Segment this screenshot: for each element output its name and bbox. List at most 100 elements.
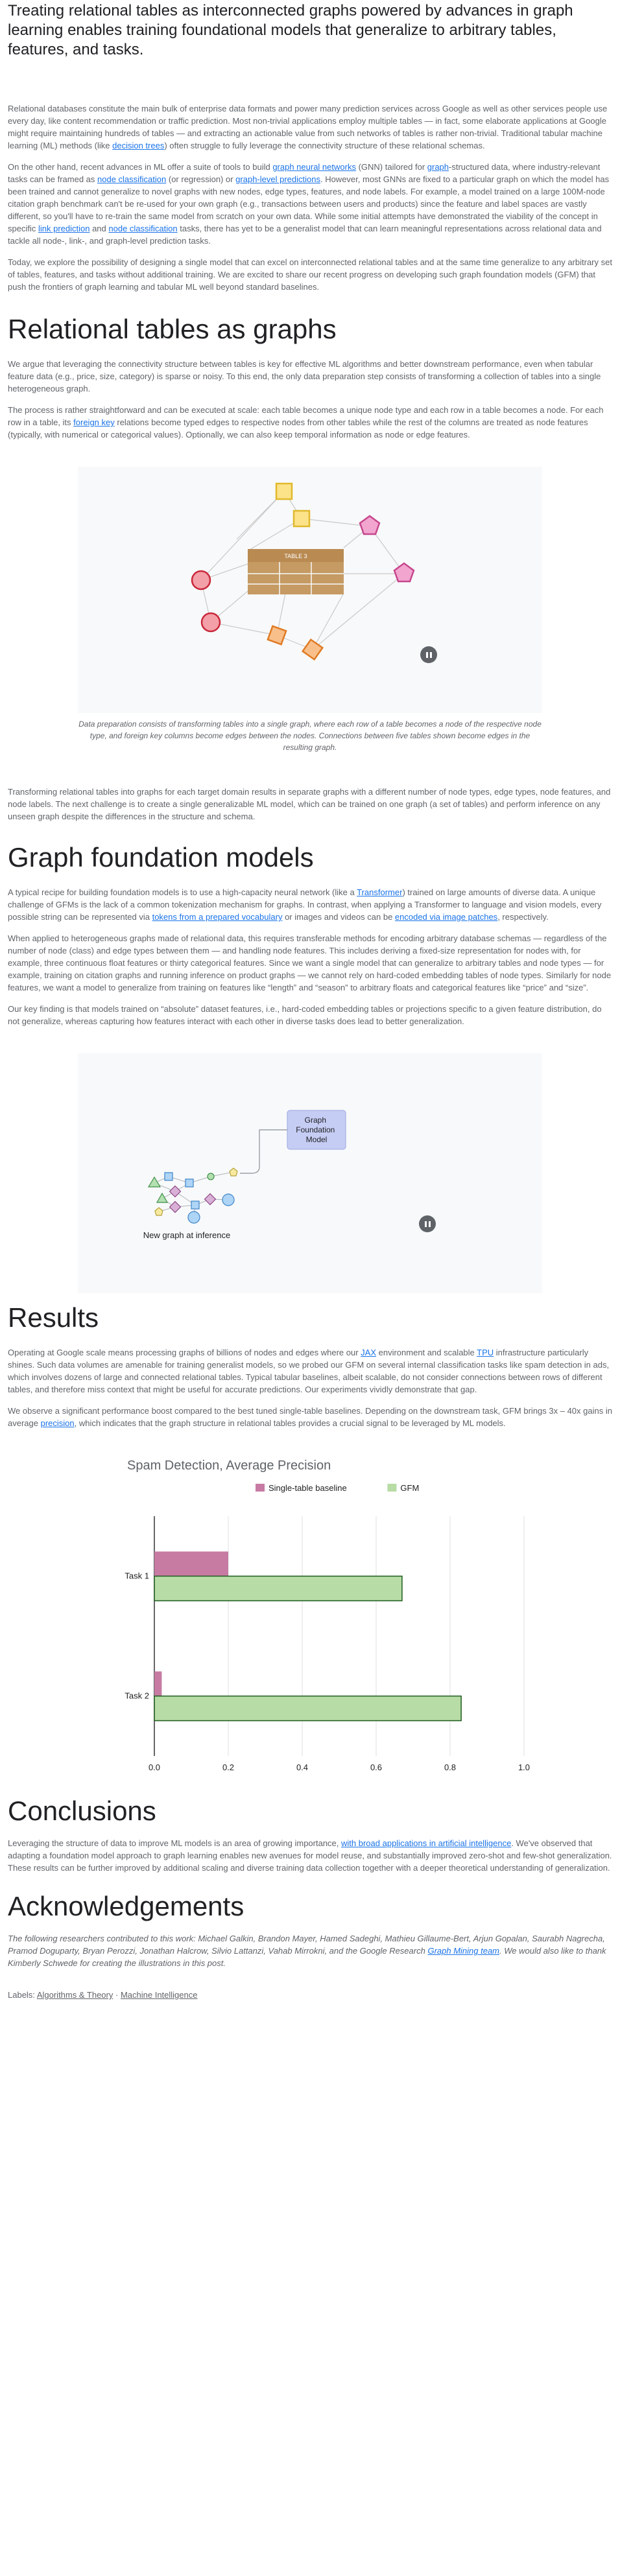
inline-link[interactable]: JAX	[361, 1348, 377, 1357]
pentagon-node	[393, 562, 415, 583]
inference-graph-label: New graph at inference	[143, 1230, 230, 1240]
legend-swatch	[256, 1484, 265, 1492]
square-node	[191, 1200, 200, 1210]
x-tick-label: 0.6	[370, 1762, 382, 1772]
figure-1-caption: Data preparation consists of transformin…	[78, 720, 542, 752]
lead-paragraph: Treating relational tables as interconne…	[8, 2, 573, 58]
inline-link[interactable]: node classification	[108, 224, 178, 233]
pentagon-node	[359, 515, 381, 535]
triangle-node	[147, 1176, 161, 1188]
text-run: The following researchers contributed to…	[8, 1934, 605, 1956]
text-run: Leveraging the structure of data to impr…	[8, 1838, 342, 1848]
text-run: , which indicates that the graph structu…	[74, 1418, 506, 1428]
text-run: We observe a significant performance boo…	[8, 1406, 612, 1428]
inline-link[interactable]: Graph Mining team	[427, 1946, 500, 1956]
sec1-paragraph-1: We argue that leveraging the connectivit…	[8, 358, 612, 395]
label-link-machine-intelligence[interactable]: Machine Intelligence	[120, 1990, 198, 2000]
spam-detection-bar-chart: Spam Detection, Average PrecisionSingle-…	[125, 1458, 530, 1772]
square-node	[275, 482, 293, 500]
tables-to-graph-figure: TABLE 3	[78, 467, 542, 713]
x-tick-label: 0.8	[444, 1762, 456, 1772]
square-node	[164, 1172, 173, 1181]
section-title-results: Results	[8, 1302, 99, 1333]
x-tick-label: 0.2	[222, 1762, 234, 1772]
diamond-node	[204, 1193, 217, 1206]
inline-link[interactable]: tokens from a prepared vocabulary	[152, 912, 283, 922]
sec2-paragraph-2: When applied to heterogeneous graphs mad…	[8, 932, 612, 994]
sec1-paragraph-3: Transforming relational tables into grap…	[8, 786, 612, 823]
section-title-relational-tables: Relational tables as graphs	[8, 314, 337, 344]
text-run: We argue that leveraging the connectivit…	[8, 359, 601, 393]
model-label-line-2: Foundation	[296, 1125, 335, 1134]
text-run: infrastructure particularly shines. Such…	[8, 1348, 610, 1394]
text-run: . We've observed that adapting a foundat…	[8, 1838, 612, 1873]
intro-paragraph-2: On the other hand, recent advances in ML…	[8, 161, 612, 247]
inline-link[interactable]: graph-level predictions	[235, 174, 320, 184]
model-label-line-1: Graph	[305, 1116, 326, 1125]
inline-link[interactable]: graph neural networks	[272, 162, 356, 172]
text-run: , respectively.	[497, 912, 549, 922]
sec3-paragraph-1: Operating at Google scale means processi…	[8, 1346, 612, 1396]
text-run: tasks, there has yet to be a generalist …	[8, 224, 602, 246]
text-run: Operating at Google scale means processi…	[8, 1348, 361, 1357]
inline-link[interactable]: encoded via image patches	[394, 912, 498, 922]
square-node	[185, 1178, 194, 1188]
sec4-paragraph-1: Leveraging the structure of data to impr…	[8, 1837, 612, 1874]
legend-label: GFM	[400, 1483, 419, 1493]
legend-label: Single-table baseline	[268, 1483, 347, 1493]
circle-node	[191, 570, 211, 591]
inline-link[interactable]: with broad applications in artificial in…	[341, 1838, 512, 1848]
text-run: Our key finding is that models trained o…	[8, 1004, 602, 1026]
bar-single-table-baseline-task-2	[154, 1671, 162, 1696]
inline-link[interactable]: decision trees	[112, 141, 165, 150]
chart-title: Spam Detection, Average Precision	[127, 1458, 331, 1473]
section-title-conclusions: Conclusions	[8, 1796, 156, 1826]
text-run: or images and videos can be	[282, 912, 395, 922]
sec2-paragraph-3: Our key finding is that models trained o…	[8, 1003, 612, 1027]
inline-link[interactable]: graph	[427, 162, 449, 172]
text-run: (or regression) or	[166, 174, 236, 184]
text-run: On the other hand, recent advances in ML…	[8, 162, 273, 172]
label-link-algorithms-theory[interactable]: Algorithms & Theory	[36, 1990, 113, 2000]
pause-icon	[424, 1221, 427, 1227]
table-label: TABLE 3	[284, 553, 307, 559]
triangle-node	[156, 1192, 169, 1203]
y-category-label: Task 2	[125, 1691, 149, 1701]
circle-node	[187, 1211, 200, 1224]
intro-paragraph-1: Relational databases constitute the main…	[8, 102, 612, 152]
pentagon-node	[154, 1207, 163, 1216]
inline-link[interactable]: Transformer	[357, 887, 403, 897]
model-label-line-3: Model	[306, 1135, 328, 1144]
graph-foundation-model-figure: Graph Foundation Model	[78, 1053, 542, 1293]
circle-node	[222, 1193, 235, 1206]
sec2-paragraph-1: A typical recipe for building foundation…	[8, 886, 612, 923]
text-run: Transforming relational tables into grap…	[8, 787, 611, 821]
text-run: Today, we explore the possibility of des…	[8, 257, 612, 292]
diamond-node	[267, 625, 287, 646]
table-icon: TABLE 3	[248, 549, 344, 594]
inline-link[interactable]: node classification	[97, 174, 167, 184]
pause-button[interactable]	[419, 1215, 436, 1232]
labels-separator: ·	[115, 1990, 119, 2000]
text-run: Relational databases constitute the main…	[8, 104, 608, 150]
tables-to-graph-illustration: TABLE 3	[191, 482, 415, 661]
text-run: (GNN) tailored for	[355, 162, 427, 172]
inline-link[interactable]: TPU	[477, 1348, 494, 1357]
x-tick-label: 1.0	[518, 1762, 530, 1772]
post-labels: Labels: Algorithms & Theory · Machine In…	[8, 1990, 612, 2000]
gfm-illustration: Graph Foundation Model	[143, 1110, 346, 1240]
circle-node	[200, 612, 221, 633]
blog-post: Treating relational tables as interconne…	[8, 2, 612, 2000]
inline-link[interactable]: precision	[40, 1418, 75, 1428]
text-run: and	[89, 224, 109, 233]
inline-link[interactable]: foreign key	[73, 417, 115, 427]
legend-swatch	[387, 1484, 397, 1492]
inline-link[interactable]: link prediction	[38, 224, 90, 233]
labels-prefix: Labels:	[8, 1990, 35, 2000]
intro-section: Relational databases constitute the main…	[8, 102, 612, 293]
pause-button[interactable]	[420, 646, 437, 663]
acknowledgements-paragraph: The following researchers contributed to…	[8, 1932, 612, 1969]
text-run: A typical recipe for building foundation…	[8, 887, 357, 897]
square-node	[292, 509, 311, 528]
